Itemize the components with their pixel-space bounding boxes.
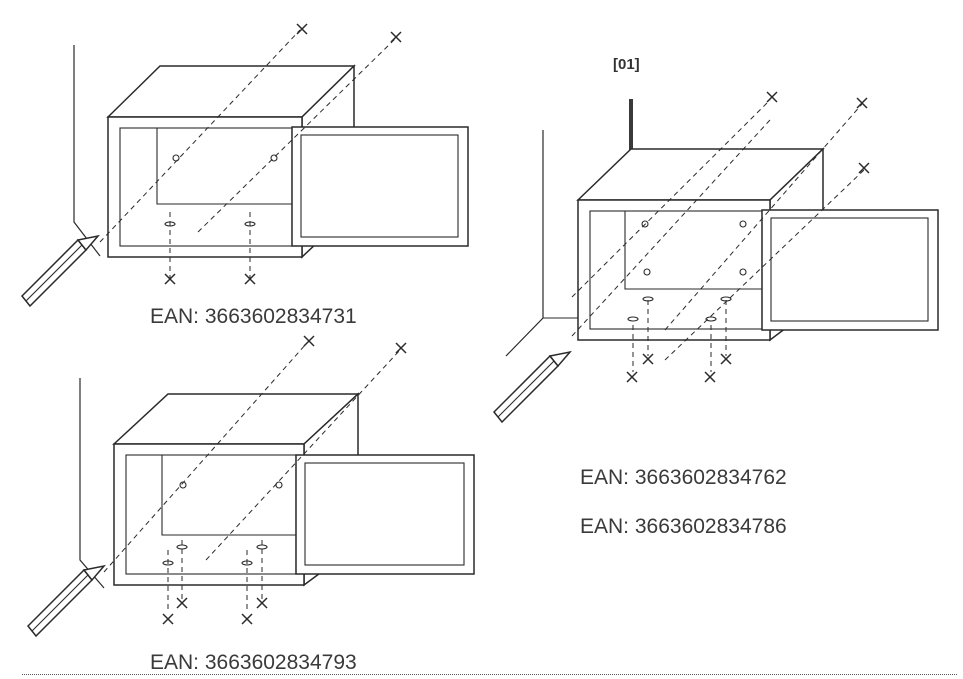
drill-mark-icon <box>162 613 174 625</box>
drill-mark-icon <box>303 335 315 347</box>
screw-hole-icon <box>244 221 256 227</box>
screw-hole-icon <box>643 268 651 276</box>
screw-hole-icon <box>176 544 188 550</box>
ean-label-right-second: EAN: 3663602834786 <box>580 515 787 538</box>
drill-mark-icon <box>858 162 870 174</box>
safe-back-panel <box>161 455 296 536</box>
screw-hole-icon <box>627 316 639 322</box>
drill-mark-icon <box>244 273 256 285</box>
drill-mark-icon <box>241 613 253 625</box>
pencil-icon <box>492 350 572 424</box>
screw-hole-icon <box>720 296 732 302</box>
guide-line <box>197 37 397 233</box>
screw-hole-icon <box>739 220 747 228</box>
drill-mark-icon <box>395 342 407 354</box>
safe-door <box>295 454 475 575</box>
safe-front-face <box>107 116 303 258</box>
drill-mark-icon <box>766 91 778 103</box>
drill-mark-icon <box>390 31 402 43</box>
wall-line <box>73 45 101 257</box>
screw-hole-icon <box>270 154 278 162</box>
drill-mark-icon <box>642 353 654 365</box>
drill-mark-icon <box>626 371 638 383</box>
wall-line <box>79 378 105 589</box>
screw-hole-icon <box>162 560 174 566</box>
safe-bottom-left <box>26 335 475 638</box>
screw-hole-icon <box>179 481 187 489</box>
screw-hole-icon <box>164 221 176 227</box>
guide-line <box>664 103 863 331</box>
drill-mark-icon <box>256 597 268 609</box>
screw-hole-icon <box>241 560 253 566</box>
drill-mark-icon <box>856 97 868 109</box>
ean-label-top-left: EAN: 3663602834731 <box>150 305 357 328</box>
safe-door <box>761 209 939 331</box>
screw-hole-icon <box>705 316 717 322</box>
drill-mark-icon <box>176 597 188 609</box>
reference-bar <box>629 99 633 153</box>
drill-mark-icon <box>296 23 308 35</box>
safe-door-inner <box>304 462 465 566</box>
safe-door-inner <box>300 134 459 238</box>
screw-hole-icon <box>642 296 654 302</box>
drill-mark-icon <box>720 353 732 365</box>
screw-hole-icon <box>641 220 649 228</box>
pencil-icon <box>20 234 100 308</box>
screw-hole-icon <box>256 544 268 550</box>
guide-line <box>571 99 771 298</box>
guide-line <box>99 29 301 243</box>
wall-line <box>505 130 544 357</box>
screw-hole-icon <box>739 268 747 276</box>
safe-right <box>492 91 939 424</box>
screw-hole-icon <box>275 481 283 489</box>
guide-line <box>103 343 307 573</box>
guide-line <box>205 349 401 561</box>
screw-hole-icon <box>172 154 180 162</box>
pencil-icon <box>26 564 106 638</box>
safe-front-face <box>113 443 305 586</box>
guide-line <box>571 119 771 337</box>
dotted-separator <box>22 674 957 675</box>
drill-mark-icon <box>704 371 716 383</box>
safe-back-panel <box>156 128 292 205</box>
ean-label-bottom-left: EAN: 3663602834793 <box>150 651 357 674</box>
safe-door-inner <box>770 217 929 322</box>
ean-label-right-first: EAN: 3663602834762 <box>580 466 787 489</box>
guide-line <box>664 169 865 361</box>
safe-door <box>291 126 469 247</box>
reference-marker: [01] <box>613 56 640 73</box>
safe-back-panel <box>624 211 762 290</box>
safe-top-left <box>20 23 469 308</box>
drill-mark-icon <box>164 273 176 285</box>
